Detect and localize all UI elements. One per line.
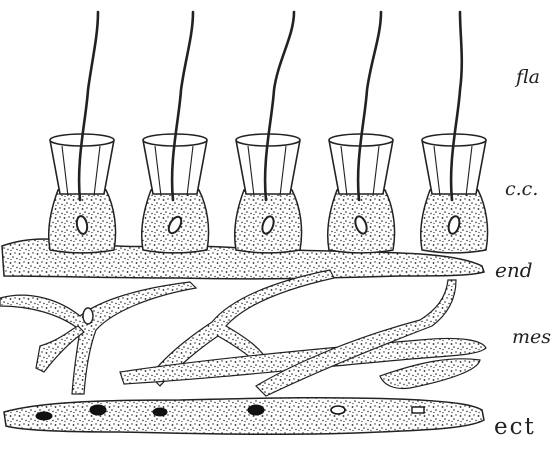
collar-cells bbox=[49, 12, 488, 253]
collar-cell bbox=[49, 12, 116, 253]
collar-cell bbox=[142, 12, 209, 253]
ectoderm-nucleus bbox=[90, 405, 106, 415]
ectoderm-nucleus bbox=[412, 407, 424, 413]
label-mesoglea: mes bbox=[512, 326, 551, 348]
collar-cell bbox=[328, 12, 395, 253]
ectoderm-nucleus bbox=[331, 406, 345, 414]
collar-cell bbox=[235, 12, 302, 253]
ectoderm-nucleus bbox=[153, 408, 167, 416]
label-collar-cells: c.c. bbox=[505, 178, 538, 200]
ectoderm-layer bbox=[4, 398, 484, 435]
label-ectoderm: ect bbox=[494, 414, 536, 440]
label-endoderm: end bbox=[495, 258, 533, 282]
label-flagella: fla bbox=[516, 66, 540, 88]
mesoglea-cell bbox=[380, 359, 480, 389]
collar-cell bbox=[421, 12, 488, 253]
mesoglea-cells bbox=[0, 270, 486, 396]
ectoderm-nucleus bbox=[248, 405, 264, 415]
ectoderm-nucleus bbox=[36, 412, 52, 420]
